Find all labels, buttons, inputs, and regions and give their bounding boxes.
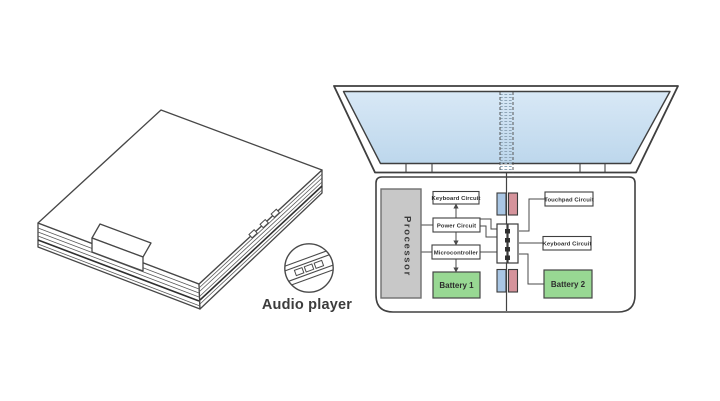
svg-text:Battery 1: Battery 1 <box>439 281 474 290</box>
connector-contacts <box>505 229 510 260</box>
red-pad-bottom <box>507 268 519 293</box>
keyboard-circuit-left-box: Keyboard Circuit <box>431 190 480 205</box>
callout-zoomed-edge <box>284 249 334 287</box>
processor-block: Processor <box>380 188 422 299</box>
svg-text:Battery 2: Battery 2 <box>551 280 586 289</box>
svg-text:Touchpad Circuit: Touchpad Circuit <box>544 198 594 204</box>
callout-audio-buttons <box>293 259 325 277</box>
red-pad-top <box>507 192 519 216</box>
battery2-box: Battery 2 <box>543 269 593 299</box>
blue-pad-top <box>496 192 507 216</box>
screen-fold-band <box>499 92 514 173</box>
edge-audio-buttons <box>248 208 281 239</box>
device-clasp <box>91 223 152 272</box>
screen-lid <box>333 85 679 174</box>
magnifier-callout: Audio player <box>262 243 352 313</box>
laptop-diagram: Processor Keyboard Circuit Power Circuit… <box>333 85 679 313</box>
svg-text:Microcontroller: Microcontroller <box>434 251 479 257</box>
keyboard-circuit-right-box: Keyboard Circuit <box>542 235 592 251</box>
svg-text:Keyboard Circuit: Keyboard Circuit <box>542 242 591 248</box>
audio-player-illustration: Audio player <box>37 109 352 313</box>
blue-pad-bottom <box>496 268 507 293</box>
hinge-board-connector <box>496 223 519 264</box>
callout-caption: Audio player <box>262 297 352 313</box>
hinge-ticks <box>405 163 606 173</box>
svg-text:Power Circuit: Power Circuit <box>437 224 476 230</box>
power-circuit-box: Power Circuit <box>432 217 481 233</box>
battery1-box: Battery 1 <box>432 271 481 299</box>
wire-arrowheads <box>453 203 459 273</box>
processor-label: Processor <box>402 216 413 277</box>
fold-seam-left <box>37 239 200 302</box>
svg-text:Keyboard Circuit: Keyboard Circuit <box>431 196 480 202</box>
touchpad-circuit-box: Touchpad Circuit <box>544 191 594 207</box>
microcontroller-box: Microcontroller <box>431 244 481 260</box>
hinge-connector-pads <box>496 192 519 293</box>
fold-seam-right <box>199 185 323 301</box>
